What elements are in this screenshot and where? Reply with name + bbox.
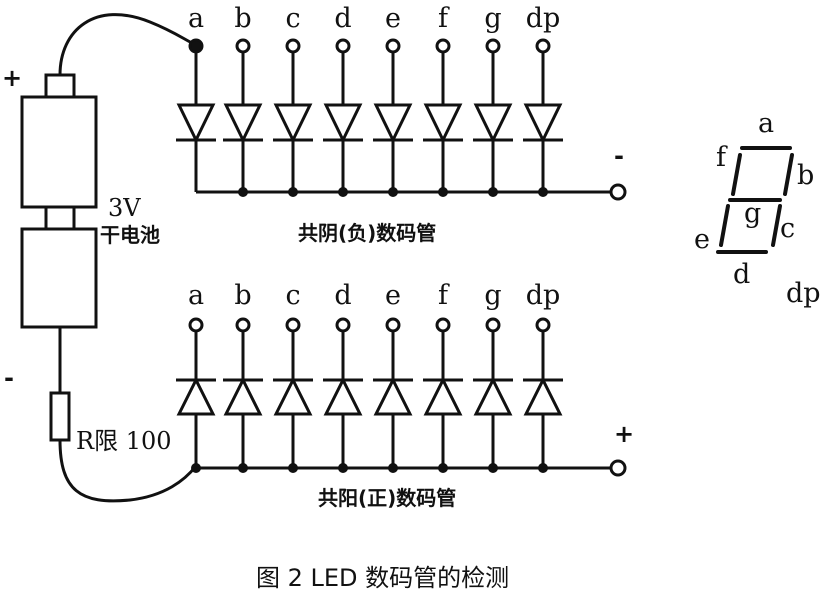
top-segment-label-d: d	[334, 3, 351, 34]
bottom-junction-f	[438, 463, 448, 473]
top-pin-d[interactable]	[335, 38, 351, 54]
bottom-pin-d[interactable]	[335, 317, 351, 333]
bottom-segment-label-b: b	[234, 280, 251, 311]
battery-cell-upper	[20, 95, 98, 209]
top-junction-dp	[538, 187, 548, 197]
bottom-segment-label-d: d	[334, 280, 351, 311]
bottom-terminal-sign: +	[614, 420, 634, 448]
top-junction-d	[338, 187, 348, 197]
bottom-pin-dp[interactable]	[535, 317, 551, 333]
bottom-segment-label-dp: dp	[526, 280, 561, 311]
top-diode-c	[273, 103, 313, 144]
top-pin-c[interactable]	[285, 38, 301, 54]
bottom-junction-c	[288, 463, 298, 473]
top-diode-e	[373, 103, 413, 144]
top-diode-b	[223, 103, 263, 144]
top-diode-d	[323, 103, 363, 144]
seg-label-b: b	[797, 160, 814, 191]
seg-label-a: a	[758, 108, 774, 139]
bottom-diode-a	[176, 376, 216, 416]
top-diode-f	[423, 103, 463, 144]
seg-label-e: e	[694, 224, 710, 255]
bottom-diode-d	[323, 376, 363, 416]
bottom-lead-junction	[191, 463, 201, 473]
top-segment-label-g: g	[484, 3, 501, 34]
top-lead-junction	[191, 41, 201, 51]
seven-segment-display	[716, 146, 794, 254]
segment-e	[719, 204, 730, 247]
bottom-junction-e	[388, 463, 398, 473]
bottom-diode-f	[423, 376, 463, 416]
top-diode-a	[176, 103, 216, 144]
top-segment-label-f: f	[438, 3, 450, 34]
segment-c	[771, 204, 782, 247]
bottom-segment-label-a: a	[188, 280, 204, 311]
top-junction-g	[488, 187, 498, 197]
bottom-pin-e[interactable]	[385, 317, 401, 333]
battery-plus-sign: +	[2, 64, 22, 92]
bottom-diode-dp	[523, 376, 563, 416]
top-pin-b[interactable]	[235, 38, 251, 54]
seg-label-dp: dp	[786, 278, 821, 309]
bottom-junction-dp	[538, 463, 548, 473]
top-junction-e	[388, 187, 398, 197]
top-diode-g	[473, 103, 513, 144]
top-pin-g[interactable]	[485, 38, 501, 54]
bottom-pin-f[interactable]	[435, 317, 451, 333]
top-segment-label-a: a	[188, 3, 204, 34]
segment-b	[783, 153, 794, 196]
bottom-pin-c[interactable]	[285, 317, 301, 333]
bottom-pin-a[interactable]	[188, 317, 204, 333]
top-terminal-sign: -	[614, 142, 624, 170]
common-anode-label: 共阳(正)数码管	[318, 486, 456, 510]
bottom-segment-label-f: f	[438, 280, 450, 311]
bottom-segment-label-c: c	[285, 280, 300, 311]
common-cathode-label: 共阴(负)数码管	[298, 221, 436, 245]
top-diode-dp	[523, 103, 563, 144]
top-segment-label-b: b	[234, 3, 251, 34]
top-pin-dp[interactable]	[535, 38, 551, 54]
top-segment-label-c: c	[285, 3, 300, 34]
top-pin-f[interactable]	[435, 38, 451, 54]
segment-f	[731, 153, 742, 196]
battery-name-label: 干电池	[100, 223, 160, 247]
bottom-lead-wire	[58, 439, 198, 503]
battery	[20, 73, 98, 329]
figure-caption: 图 2 LED 数码管的检测	[256, 564, 509, 592]
bottom-diode-e	[373, 376, 413, 416]
battery-voltage-label: 3V	[108, 194, 141, 222]
battery-cell-lower	[20, 227, 98, 329]
top-pin-e[interactable]	[385, 38, 401, 54]
top-segment-label-e: e	[385, 3, 401, 34]
bottom-common-terminal[interactable]	[609, 459, 627, 477]
bottom-junction-g	[488, 463, 498, 473]
top-junction-c	[288, 187, 298, 197]
seg-label-c: c	[780, 213, 795, 244]
resistor	[49, 391, 71, 442]
seg-label-d: d	[733, 259, 750, 290]
top-common-terminal[interactable]	[609, 183, 627, 201]
bottom-diode-g	[473, 376, 513, 416]
bottom-junction-b	[238, 463, 248, 473]
battery-connector	[44, 205, 76, 231]
seg-label-f: f	[716, 142, 728, 173]
battery-minus-sign: -	[4, 364, 14, 392]
resistor-label: R限 100	[76, 427, 172, 455]
bottom-pin-b[interactable]	[235, 317, 251, 333]
top-segment-label-dp: dp	[526, 3, 561, 34]
bottom-diode-c	[273, 376, 313, 416]
top-junction-f	[438, 187, 448, 197]
bottom-pin-g[interactable]	[485, 317, 501, 333]
top-junction-b	[238, 187, 248, 197]
seg-label-g: g	[744, 198, 761, 229]
battery-cap	[44, 73, 76, 99]
bottom-segment-label-e: e	[385, 280, 401, 311]
bottom-segment-label-g: g	[484, 280, 501, 311]
top-lead-wire	[58, 13, 197, 76]
bottom-diode-b	[223, 376, 263, 416]
bottom-junction-d	[338, 463, 348, 473]
